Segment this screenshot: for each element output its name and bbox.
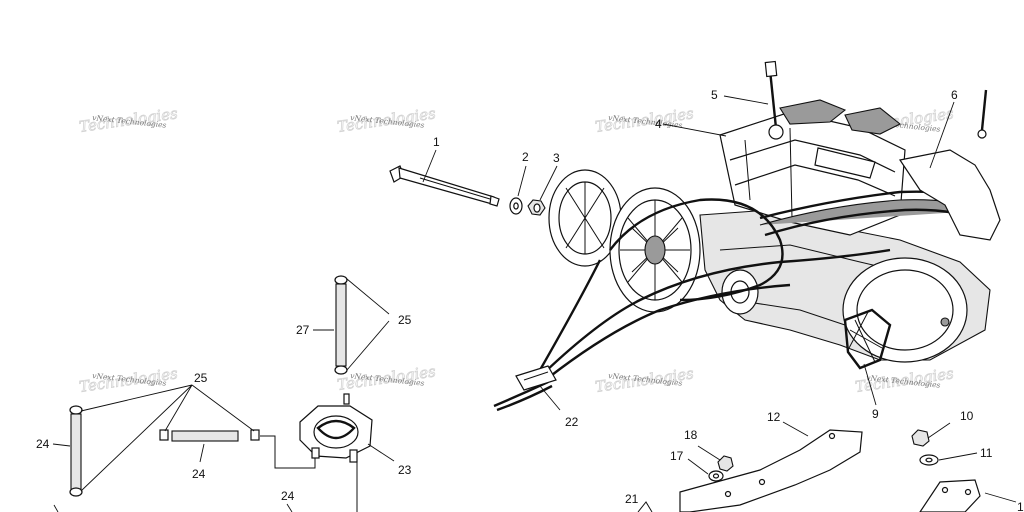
watermark-8: Technologies vNext Technologies: [854, 364, 956, 396]
callout-21: 21: [625, 492, 639, 506]
part-nut: [527, 199, 546, 216]
callout-6: 6: [951, 88, 958, 102]
callout-27: 27: [296, 323, 310, 337]
watermark-6: Technologies vNext Technologies: [336, 362, 438, 394]
callout-9: 9: [872, 407, 879, 421]
callout-12: 12: [767, 410, 781, 424]
leader-lines: [52, 95, 1017, 512]
watermark-3: Technologies vNext Technologies: [594, 104, 696, 136]
callout-1-bracket: 1: [1017, 500, 1024, 512]
watermark-7: Technologies vNext Technologies: [594, 364, 696, 396]
callout-24-left: 24: [36, 437, 50, 451]
mount-brackets: [637, 429, 981, 512]
callout-23: 23: [398, 463, 412, 477]
watermark-1: Technologies vNext Technologies: [78, 104, 180, 136]
callout-10: 10: [960, 409, 974, 423]
callout-25-right: 25: [398, 313, 412, 327]
fuel-system: [69, 275, 373, 512]
engine-assembly: [493, 60, 1001, 412]
watermark-2: Technologies vNext Technologies: [336, 104, 438, 136]
callout-22: 22: [565, 415, 579, 429]
part-bolt: [389, 165, 500, 207]
callout-17: 17: [670, 449, 684, 463]
callout-4: 4: [655, 117, 662, 131]
callout-24-center: 24: [192, 467, 206, 481]
callouts: 1 2 3 4 5 6 9 10 11 12 17 18 21 22 23 24…: [36, 88, 1024, 512]
callout-24-lower: 24: [281, 489, 295, 503]
part-washer: [509, 197, 523, 215]
callout-25-left: 25: [194, 371, 208, 385]
callout-11: 11: [980, 446, 993, 460]
callout-2: 2: [522, 150, 529, 164]
callout-1: 1: [433, 135, 440, 149]
callout-18: 18: [684, 428, 698, 442]
callout-3: 3: [553, 151, 560, 165]
callout-5: 5: [711, 88, 718, 102]
